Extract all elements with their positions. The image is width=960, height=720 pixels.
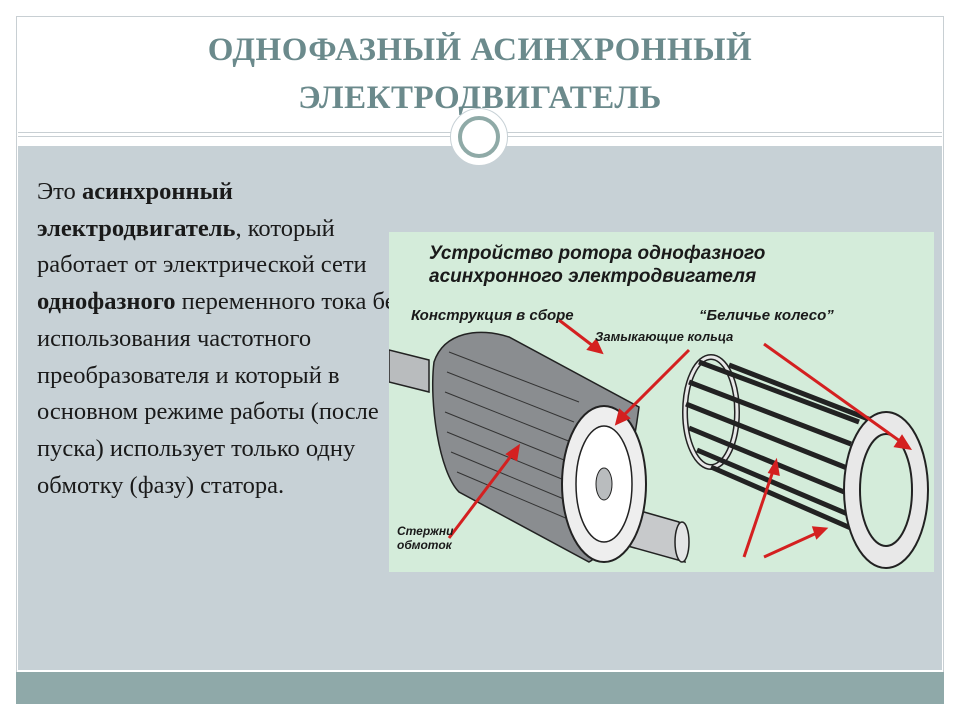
body-paragraph: Это асинхронный электродвигатель, которы…: [37, 174, 429, 504]
rotor-assembly: [431, 331, 647, 563]
slide-title-line1: ОДНОФАЗНЫЙ АСИНХРОННЫЙ: [207, 32, 753, 68]
body-text-3: переменного тока без использования часто…: [37, 288, 406, 499]
figure-title: Устройство ротора однофазного асинхронно…: [429, 242, 765, 288]
body-text-2: , который работает от электрической сети: [37, 214, 367, 279]
figure-title-line2: асинхронного электродвигателя: [429, 266, 757, 287]
divider-circle-ring: [458, 116, 500, 158]
label-squirrel-cage: “Беличье колесо”: [699, 307, 834, 324]
slide-title: ОДНОФАЗНЫЙ АСИНХРОННЫЙ ЭЛЕКТРОДВИГАТЕЛЬ: [20, 26, 940, 122]
annotation-arrows: [447, 318, 913, 559]
rotor-illustration: [389, 318, 929, 569]
label-assembly: Конструкция в сборе: [411, 307, 574, 324]
label-winding-bars-line2: обмоток: [397, 538, 452, 552]
squirrel-cage: [682, 354, 929, 569]
label-shorting-rings: Замыкающие кольца: [595, 329, 734, 344]
body-bold-2: однофазного: [37, 288, 176, 316]
body-bold-1: асинхронный электродвигатель: [37, 178, 236, 242]
rotor-figure: Устройство ротора однофазного асинхронно…: [389, 232, 934, 572]
body-text-1: Это: [37, 178, 82, 205]
label-winding-bars-line1: Стержни: [397, 524, 454, 538]
figure-title-line1: Устройство ротора однофазного: [429, 243, 766, 264]
footer-bar: [16, 672, 944, 704]
label-winding-bars: Стержни обмоток: [397, 524, 453, 552]
